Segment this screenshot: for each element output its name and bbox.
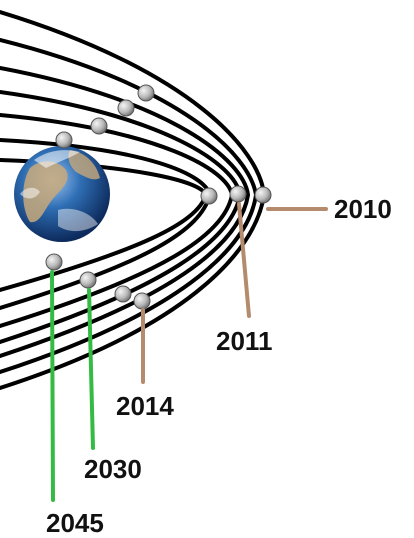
asteroid-sphere-icon [117,99,135,117]
asteroid-markers [45,84,272,310]
leader-line-2030 [87,288,95,450]
year-label-2011: 2011 [216,326,272,356]
earth-globe-icon [14,146,110,242]
asteroid-sphere-icon [79,271,97,289]
asteroid-sphere-icon [254,186,272,204]
asteroid-sphere-icon [90,117,108,135]
leader-line-2045 [50,270,55,502]
leader-lines [50,202,328,502]
asteroid-sphere-icon [133,292,151,310]
year-label-2010: 2010 [334,194,392,224]
asteroid-sphere-icon [200,187,218,205]
year-label-2030: 2030 [84,454,142,484]
year-label-2014: 2014 [116,391,174,421]
year-labels: 2010 2011 2014 2030 2045 [46,194,392,538]
asteroid-sphere-icon [114,285,132,303]
asteroid-sphere-icon [229,185,247,203]
leader-line-2011 [237,202,251,318]
asteroid-sphere-icon [55,131,73,149]
asteroid-sphere-icon [45,253,63,271]
year-label-2045: 2045 [46,508,104,538]
asteroid-sphere-icon [137,84,155,102]
